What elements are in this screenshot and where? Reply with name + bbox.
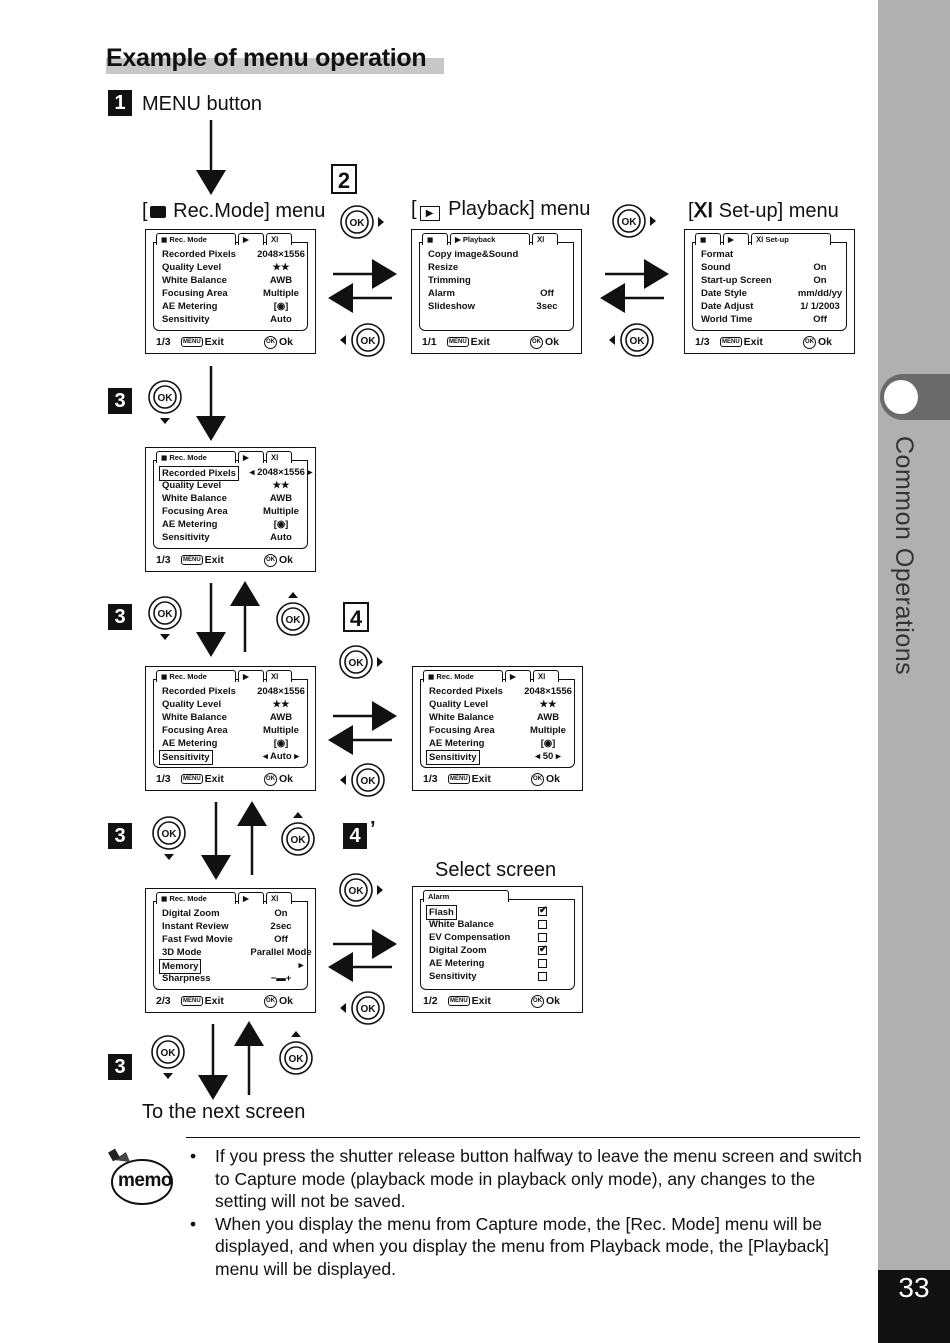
memo-divider: [186, 1137, 860, 1138]
tab-setup: ⅩⅠ Set-up: [751, 233, 831, 245]
step-2-marker: 2: [331, 164, 357, 194]
svg-text:OK: OK: [349, 658, 365, 669]
svg-text:OK: OK: [162, 829, 178, 840]
select-screen-label: Select screen: [435, 859, 557, 881]
next-screen-label: To the next screen: [142, 1101, 306, 1123]
step-3-marker-d: 3: [108, 1054, 132, 1080]
wrench-icon: ⅩⅠ: [693, 200, 714, 222]
svg-text:OK: OK: [622, 217, 638, 228]
svg-text:OK: OK: [630, 336, 646, 347]
ok-dial-label: OK: [350, 218, 366, 229]
svg-text:OK: OK: [289, 1054, 305, 1065]
svg-text:OK: OK: [361, 336, 377, 347]
svg-text:OK: OK: [291, 835, 307, 846]
tab-playback: ▶ Playback: [450, 233, 530, 245]
step-3-marker-b: 3: [108, 604, 132, 630]
camera-icon: [149, 206, 166, 218]
screen-select-alarm: Alarm Flash✔ White Balance EV Compensati…: [412, 886, 583, 1013]
tab-rec-mode: ◼ Rec. Mode: [156, 233, 236, 245]
memo-item: When you display the menu from Capture m…: [188, 1213, 864, 1281]
svg-text:OK: OK: [286, 615, 302, 626]
chapter-label: Common Operations: [890, 436, 918, 676]
chapter-dot: [884, 380, 918, 414]
side-tab-bar: [878, 0, 950, 1343]
step-1-marker: 1: [108, 90, 132, 116]
prime-mark: ’: [370, 818, 376, 840]
setup-menu-label: [ⅩⅠ Set-up] menu: [688, 200, 839, 222]
page-title: Example of menu operation: [106, 44, 427, 72]
playback-menu-label: [▶ Playback] menu: [411, 198, 591, 221]
rec-mode-menu-label: [ Rec.Mode] menu: [142, 200, 326, 222]
step-3-marker-c: 3: [108, 823, 132, 849]
svg-text:OK: OK: [349, 886, 365, 897]
page-number-box: [878, 1270, 950, 1343]
step-4-prime-marker: 4: [343, 823, 367, 849]
memo-item: If you press the shutter release button …: [188, 1145, 864, 1213]
svg-text:OK: OK: [361, 1004, 377, 1015]
screen-playback: ◼ ▶ Playback ⅩⅠ Copy image&Sound Resize …: [411, 229, 582, 354]
playback-icon: ▶: [419, 206, 440, 221]
svg-text:OK: OK: [161, 1048, 177, 1059]
svg-text:OK: OK: [158, 393, 174, 404]
svg-text:OK: OK: [361, 776, 377, 787]
screen-rec-pixels-selected: ◼ Rec. Mode▶ⅩⅠ Recorded Pixels◂ 2048×155…: [145, 447, 316, 572]
step-3-marker-a: 3: [108, 388, 132, 414]
step-4-marker: 4: [343, 602, 369, 632]
page-number: 33: [898, 1272, 930, 1303]
menu-button-label: MENU button: [142, 93, 263, 115]
memo-text: If you press the shutter release button …: [188, 1145, 864, 1280]
memo-icon: memo: [104, 1146, 174, 1208]
svg-text:OK: OK: [158, 609, 174, 620]
